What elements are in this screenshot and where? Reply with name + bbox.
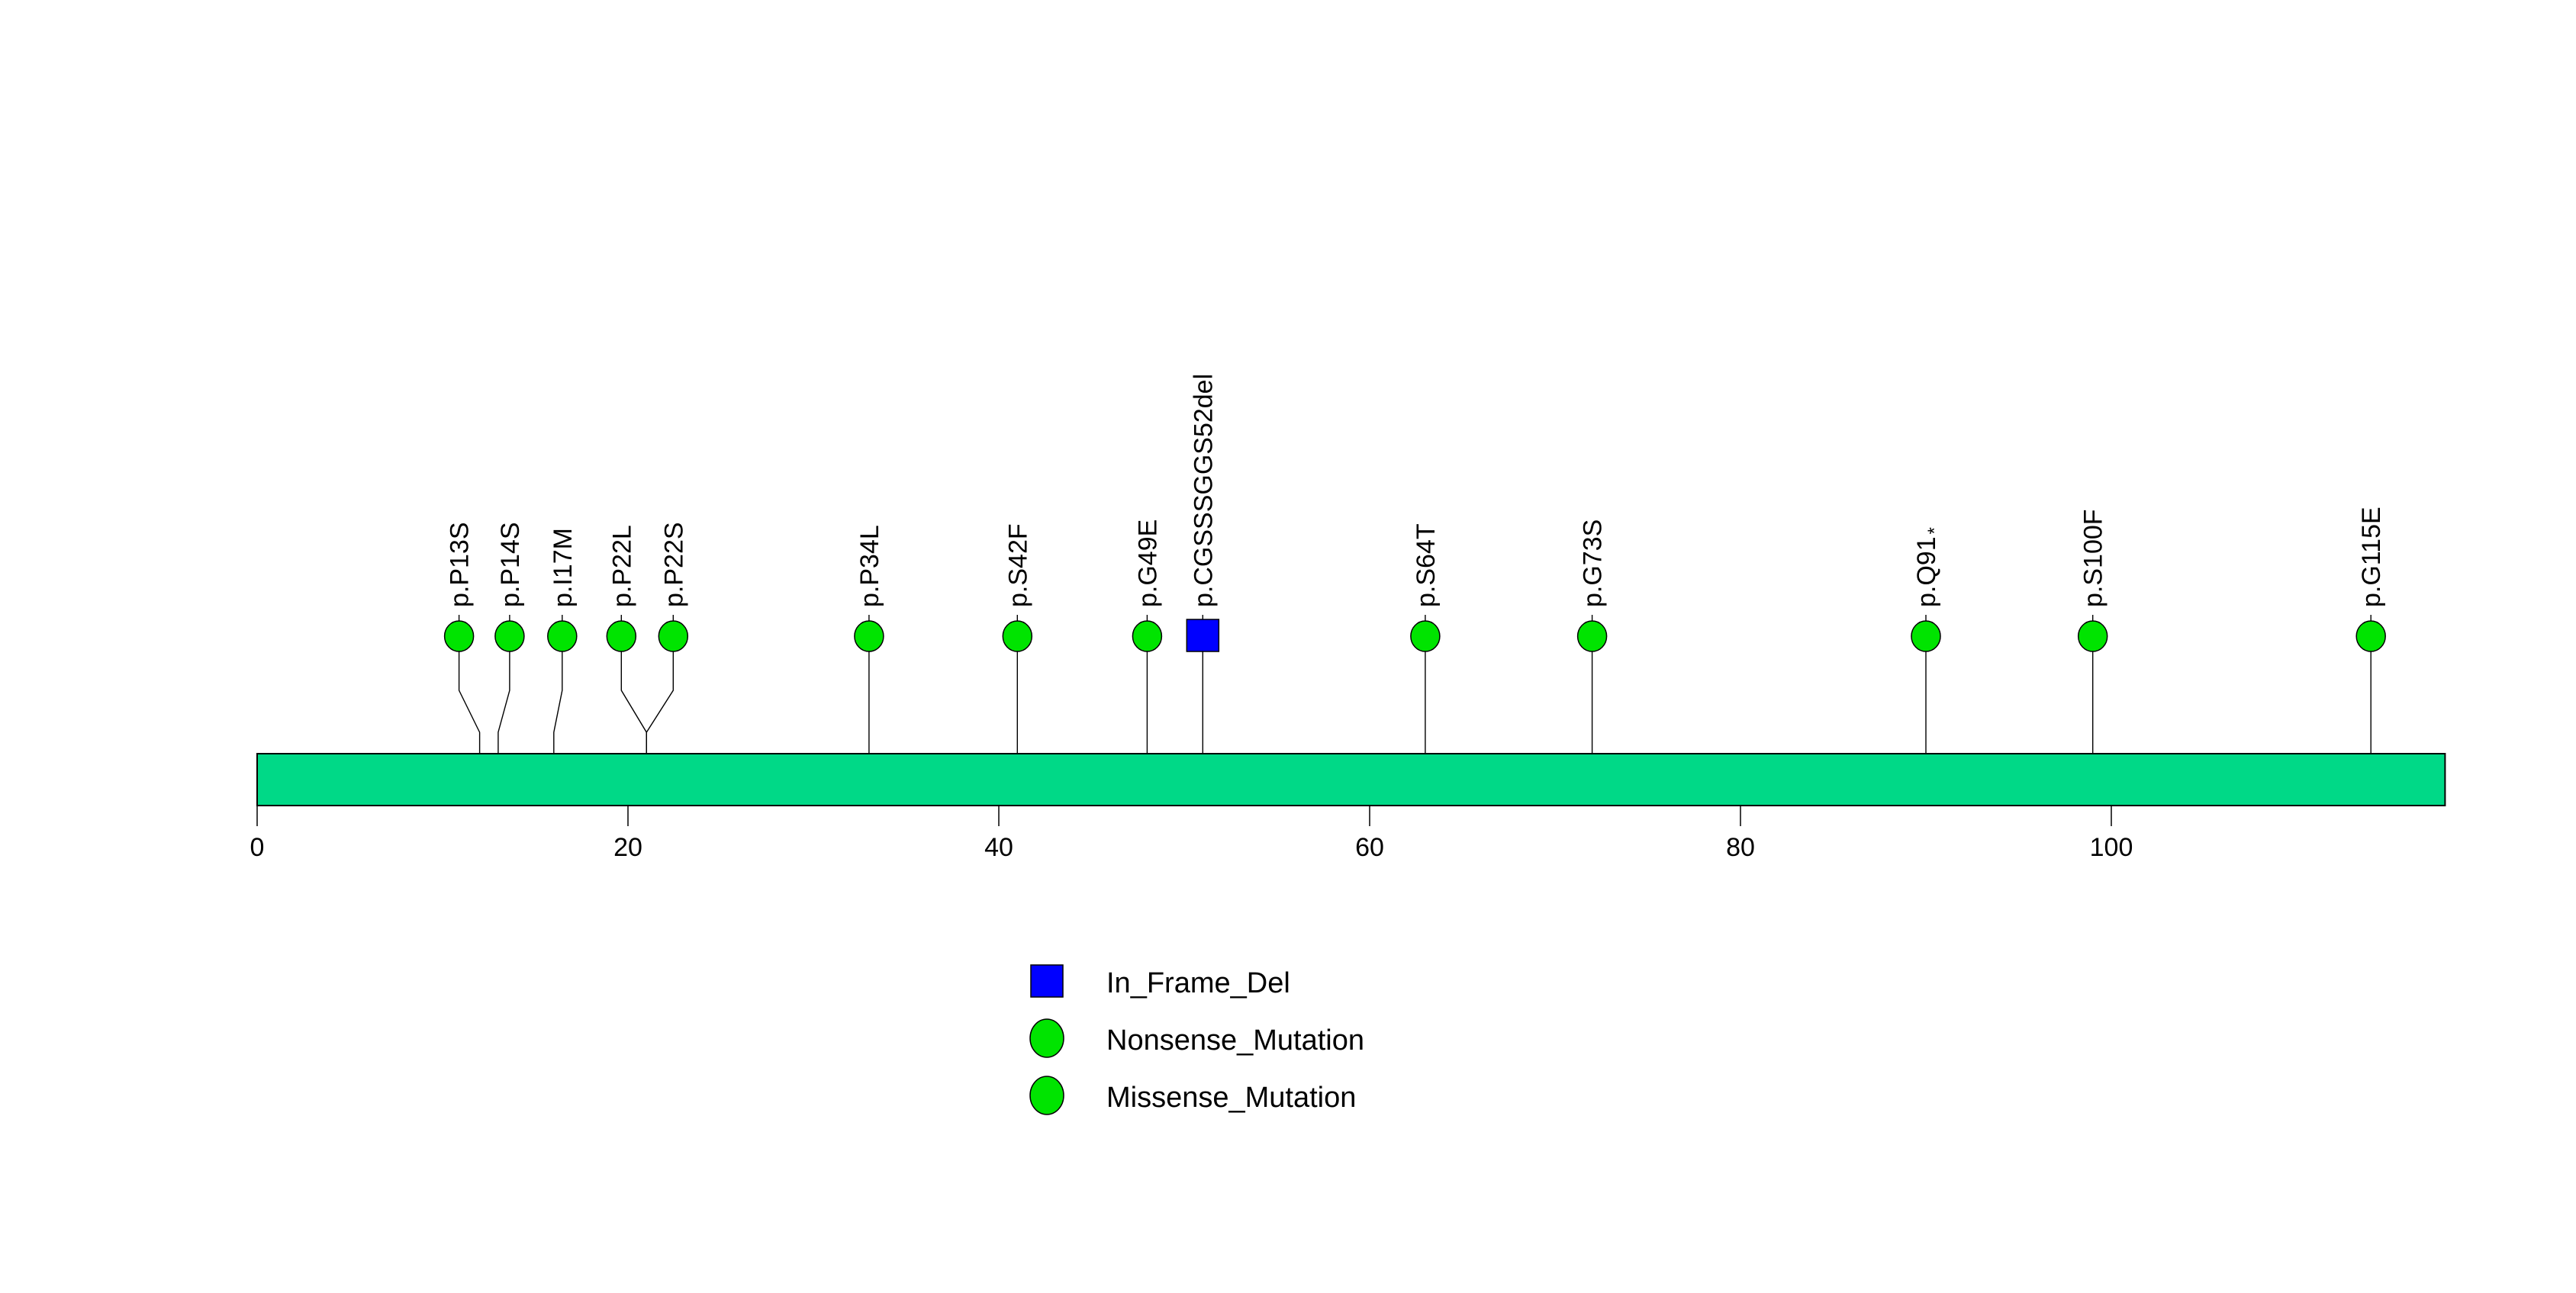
lollipop-head-missense: [606, 620, 637, 652]
mutation-label: p.P22S: [659, 522, 688, 607]
mutation-label: p.P14S: [496, 522, 525, 607]
axis-tick-label: 20: [613, 833, 642, 862]
legend-item-label: Nonsense_Mutation: [1106, 1024, 1364, 1057]
mutation-label: p.S100F: [2079, 509, 2108, 607]
mutation-label: p.P22L: [607, 525, 636, 607]
legend-item-label: In_Frame_Del: [1106, 967, 1290, 999]
mutation-label: p.G49E: [1133, 519, 1162, 607]
legend-circle-icon: [1029, 1018, 1064, 1058]
lollipop-head-missense: [443, 620, 475, 652]
legend-square-icon: [1030, 964, 1064, 998]
mutation-labels-group: p.P13S p.P14S p.I17M p.P22L p.P22S p.P34L p.S4…: [446, 374, 2387, 607]
lollipop-head-missense: [2077, 620, 2108, 652]
mutation-label: p.G115E: [2357, 507, 2386, 607]
protein-bar-group: [256, 753, 2446, 806]
axis-tick-label: 0: [250, 833, 265, 862]
legend-circle-icon: [1029, 1076, 1064, 1115]
lollipop-head-missense: [1410, 620, 1441, 652]
lollipop-heads-group: [443, 619, 2386, 652]
axis-tick-label: 80: [1726, 833, 1755, 862]
lollipop-head-in-frame-del: [1186, 619, 1220, 652]
legend-item: Missense_Mutation: [1029, 1076, 1356, 1115]
lollipop-head-missense: [1132, 620, 1163, 652]
mutation-label-suffix: *: [1924, 527, 1945, 534]
lollipop-head-nonsense: [1911, 620, 1941, 652]
legend-group: In_Frame_DelNonsense_MutationMissense_Mu…: [1029, 964, 1364, 1115]
lollipop-head-missense: [547, 620, 578, 652]
mutation-label-main: p.Q91: [1912, 536, 1941, 607]
lollipop-head-missense: [2355, 620, 2386, 652]
axis-tick-label: 40: [984, 833, 1013, 862]
mutation-label: p.G73S: [1579, 519, 1608, 607]
mutation-label: p.P34L: [855, 525, 884, 607]
legend-item: In_Frame_Del: [1030, 964, 1290, 999]
protein-bar: [256, 753, 2446, 806]
legend-item: Nonsense_Mutation: [1029, 1018, 1364, 1058]
mutation-label: p.S42F: [1003, 523, 1032, 607]
x-axis-group: 0 20 40 60 80 100: [250, 806, 2133, 862]
lollipop-head-missense: [1002, 620, 1033, 652]
mutation-label: p.CGSSSGGS52del: [1189, 374, 1218, 607]
mutation-label: p.Q91 *: [1912, 527, 1945, 607]
mutation-label: p.P13S: [446, 522, 475, 607]
axis-tick-label: 60: [1355, 833, 1384, 862]
lollipop-head-missense: [1576, 620, 1608, 652]
lollipop-head-missense: [494, 620, 525, 652]
axis-tick-label: 100: [2090, 833, 2133, 862]
mutation-label: p.S64T: [1412, 523, 1441, 607]
legend-item-label: Missense_Mutation: [1106, 1082, 1356, 1114]
mutation-label: p.I17M: [549, 528, 578, 607]
lollipop-head-missense: [854, 620, 884, 652]
lollipop-head-missense: [658, 620, 689, 652]
